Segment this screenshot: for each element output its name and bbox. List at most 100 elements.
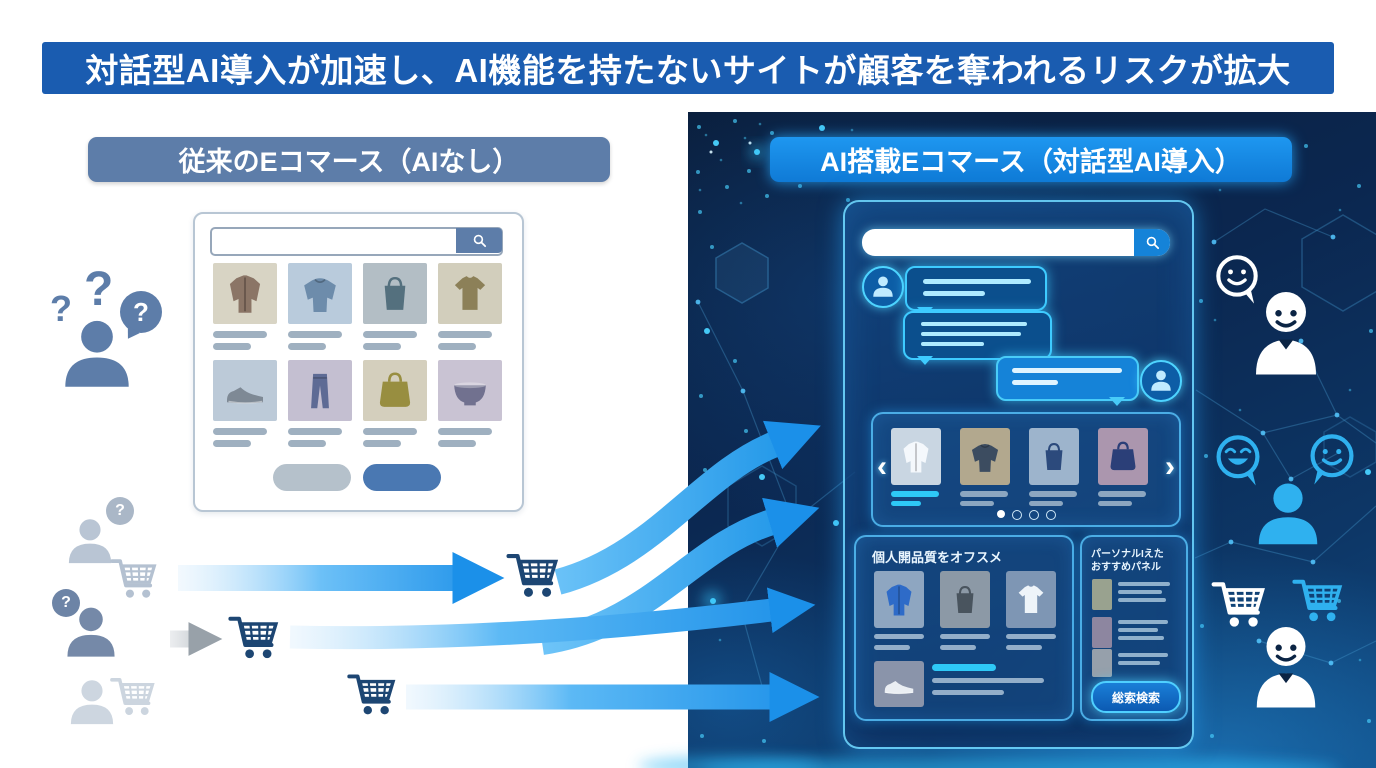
- search-icon: [471, 232, 488, 249]
- primary-button[interactable]: [363, 464, 441, 491]
- recommended-product-tile[interactable]: [940, 571, 990, 628]
- sweater-icon: [297, 271, 343, 317]
- right-section-header: AI搭載Eコマース（対話型AI導入）: [770, 137, 1292, 182]
- search-input[interactable]: [210, 227, 503, 256]
- ai-search-action-button[interactable]: 総索検索: [1091, 681, 1181, 713]
- product-tile[interactable]: [438, 360, 502, 421]
- text-placeholder-line: [438, 343, 476, 350]
- jacket-icon: [880, 581, 918, 619]
- carousel-product-tile[interactable]: [1029, 428, 1079, 485]
- text-placeholder-line: [363, 428, 417, 435]
- text-placeholder-line: [363, 331, 417, 338]
- text-placeholder-line: [438, 440, 476, 447]
- ai-chat-bubble: [905, 266, 1047, 316]
- question-mark: ?: [84, 263, 114, 316]
- text-placeholder-line: [288, 343, 326, 350]
- recommended-product-tile[interactable]: [874, 571, 924, 628]
- happy-person-icon: [1247, 620, 1325, 712]
- recommended-product-tile[interactable]: [1006, 571, 1056, 628]
- text-placeholder-line: [363, 440, 401, 447]
- shopping-cart-icon: [108, 672, 158, 722]
- pants-icon: [298, 369, 342, 413]
- carousel-prev-button[interactable]: ‹: [877, 450, 887, 483]
- bowl-icon: [447, 368, 493, 414]
- product-tile[interactable]: [288, 263, 352, 324]
- text-placeholder-line: [363, 343, 401, 350]
- text-placeholder-line: [288, 331, 342, 338]
- ai-search-input[interactable]: [862, 229, 1170, 256]
- confused-person-icon: [58, 314, 136, 396]
- flow-arrow-1-curve: [554, 420, 821, 595]
- person-icon: [871, 275, 895, 299]
- carousel-dot-active[interactable]: [996, 510, 1005, 518]
- carousel-product-tile[interactable]: [891, 428, 941, 485]
- carousel-next-button[interactable]: ›: [1165, 450, 1175, 483]
- carousel-dot[interactable]: [1045, 510, 1056, 520]
- carousel-pagination: [873, 510, 1179, 520]
- carousel-dot[interactable]: [1028, 510, 1039, 520]
- question-speech-bubble: ?: [52, 589, 80, 617]
- tshirt-icon: [448, 272, 492, 316]
- text-placeholder-line: [213, 440, 251, 447]
- side-panel-title-line1: パーソナルIえた: [1091, 549, 1164, 560]
- recommendation-panel: 個人開品質をオフスメ: [854, 535, 1074, 721]
- personalized-side-panel: パーソナルIえた おすすめパネル 総索検索: [1080, 535, 1188, 721]
- text-placeholder-line: [213, 343, 251, 350]
- product-tile[interactable]: [213, 360, 277, 421]
- product-tile[interactable]: [213, 263, 277, 324]
- product-tile[interactable]: [288, 360, 352, 421]
- secondary-button[interactable]: [273, 464, 351, 491]
- text-placeholder-line: [213, 428, 267, 435]
- left-section-header: 従来のEコマース（AIなし）: [88, 137, 610, 182]
- shopping-cart-icon: [504, 547, 562, 605]
- question-speech-bubble: ?: [106, 497, 134, 525]
- text-placeholder-line: [438, 331, 492, 338]
- ai-assistant-avatar: [862, 266, 904, 308]
- text-placeholder-line: [213, 331, 267, 338]
- handbag-icon: [372, 368, 418, 414]
- recommendation-panel-title: 個人開品質をオフスメ: [872, 550, 1003, 565]
- product-tile[interactable]: [363, 263, 427, 324]
- ai-site-mockup: ‹ ›: [843, 200, 1194, 749]
- tshirt-icon: [1013, 582, 1049, 618]
- tote-bag-icon: [373, 272, 417, 316]
- search-button[interactable]: [456, 228, 502, 253]
- user-chat-bubble: [996, 356, 1139, 406]
- glow-decoration: [638, 146, 1337, 768]
- question-speech-bubble: ?: [120, 291, 162, 333]
- sweater-icon: [966, 438, 1004, 476]
- text-placeholder-line: [288, 440, 326, 447]
- list-item-thumbnail: [1092, 649, 1112, 677]
- text-placeholder-line: [438, 428, 492, 435]
- text-placeholder-line: [288, 428, 342, 435]
- shopping-cart-icon: [345, 668, 399, 722]
- jacket-icon: [222, 271, 268, 317]
- carousel-product-tile[interactable]: [1098, 428, 1148, 485]
- person-icon: [1149, 369, 1173, 393]
- product-carousel: ‹ ›: [871, 412, 1181, 527]
- jacket-icon: [897, 438, 935, 476]
- tote-bag-icon: [947, 582, 983, 618]
- search-icon: [1144, 234, 1161, 251]
- ai-chat-bubble: [903, 311, 1052, 365]
- happy-person-icon: [1246, 286, 1326, 378]
- shoe-icon: [880, 665, 918, 703]
- side-panel-title-line2: おすすめパネル: [1091, 562, 1161, 573]
- product-tile[interactable]: [363, 360, 427, 421]
- customer-flow-arrows: [170, 420, 821, 722]
- recommended-product-tile[interactable]: [874, 661, 924, 707]
- question-mark: ?: [50, 288, 72, 329]
- carousel-dot[interactable]: [1011, 510, 1022, 520]
- network-nodes: [695, 234, 1340, 666]
- carousel-product-tile[interactable]: [960, 428, 1010, 485]
- list-item-thumbnail: [1092, 579, 1112, 610]
- tote-bag-icon: [1036, 439, 1072, 475]
- user-avatar: [1140, 360, 1182, 402]
- shopping-cart-icon: [108, 553, 160, 605]
- customer-person-icon: [62, 602, 120, 664]
- ai-search-button[interactable]: [1134, 229, 1170, 256]
- shopping-cart-icon: [226, 610, 282, 666]
- product-tile[interactable]: [438, 263, 502, 324]
